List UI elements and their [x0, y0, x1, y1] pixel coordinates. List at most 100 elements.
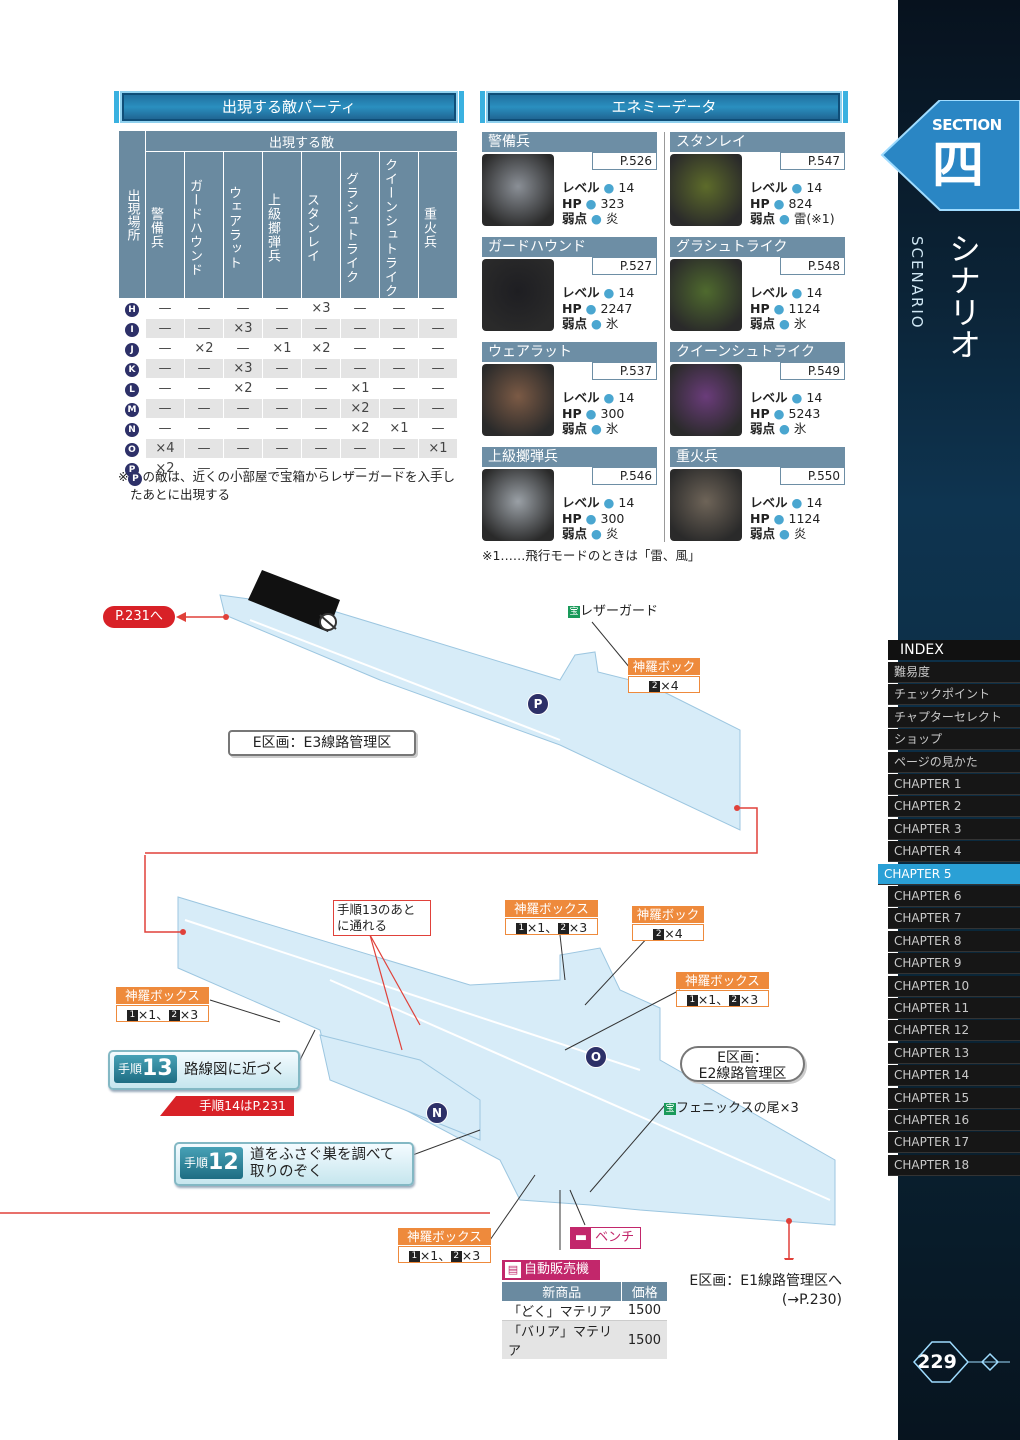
- party-cell: —: [184, 398, 224, 419]
- box-label-bottom: 神羅ボックス: [398, 1228, 491, 1245]
- area-e3-label: E区画：E3線路管理区: [228, 730, 416, 756]
- phoenix-label: 宝フェニックスの尾×3: [664, 1101, 799, 1116]
- bench-icon: ▬: [571, 1228, 591, 1248]
- location-pin: K: [125, 362, 139, 377]
- party-cell: —: [301, 398, 341, 419]
- enemy-portrait: [670, 364, 742, 436]
- index-item[interactable]: CHAPTER 7: [888, 908, 1020, 930]
- after-step13-note: 手順13のあとに通れる: [333, 900, 431, 936]
- party-cell: ×1: [379, 418, 419, 439]
- index-item[interactable]: ショップ: [888, 729, 1020, 751]
- party-cell: ×2: [340, 398, 380, 419]
- party-cell: ×2: [340, 418, 380, 439]
- enemy-page-ref: P.548: [780, 257, 845, 275]
- enemy-col-header: 警備兵: [145, 151, 185, 299]
- party-row: L——×2——×1——: [118, 378, 458, 399]
- index-item[interactable]: ページの見かた: [888, 751, 1020, 773]
- party-cell: —: [340, 318, 380, 339]
- bench-label: ▬ ベンチ: [570, 1227, 642, 1249]
- prev-page-link[interactable]: P.231へ: [103, 606, 175, 628]
- party-cell: —: [145, 398, 185, 419]
- party-cell: —: [301, 318, 341, 339]
- index-item[interactable]: CHAPTER 5: [878, 863, 1020, 885]
- box-content-top-right: 2×4: [628, 676, 700, 693]
- party-cell: —: [301, 358, 341, 379]
- enemy-footnote: ※1……飛行モードのときは「雷、風」: [482, 548, 701, 563]
- party-cell: ×1: [418, 438, 458, 459]
- index-item[interactable]: CHAPTER 3: [888, 818, 1020, 840]
- enemy-name: スタンレイ: [670, 132, 845, 152]
- location-pin: O: [125, 442, 139, 457]
- enemy-name: 警備兵: [482, 132, 657, 152]
- index-item[interactable]: CHAPTER 10: [888, 975, 1020, 997]
- party-cell: —: [379, 338, 419, 359]
- box-label-top-right: 神羅ボックス: [628, 658, 700, 691]
- enemy-col-header: ガードハウンド: [184, 151, 224, 299]
- index-title: INDEX: [888, 640, 1020, 660]
- step13-callout: 手順13 路線図に近づく: [108, 1050, 300, 1090]
- party-row: I——×3—————: [118, 318, 458, 339]
- party-cell: —: [223, 418, 263, 439]
- section-emblem: [880, 100, 1020, 211]
- index-item[interactable]: CHAPTER 1: [888, 774, 1020, 795]
- party-cell: —: [223, 338, 263, 359]
- index-item[interactable]: CHAPTER 11: [888, 998, 1020, 1019]
- enemy-portrait: [670, 154, 742, 226]
- index-item[interactable]: CHAPTER 12: [888, 1020, 1020, 1042]
- index-item[interactable]: CHAPTER 17: [888, 1132, 1020, 1154]
- index-item[interactable]: CHAPTER 6: [888, 886, 1020, 907]
- party-cell: —: [223, 438, 263, 459]
- index-item[interactable]: CHAPTER 14: [888, 1065, 1020, 1087]
- enemy-col-header: 上級擲弾兵: [262, 151, 302, 299]
- party-cell: —: [418, 358, 458, 379]
- party-cell: ×3: [301, 298, 341, 319]
- route-line-top: [144, 855, 183, 933]
- party-cell: —: [379, 438, 419, 459]
- index-item[interactable]: CHAPTER 9: [888, 953, 1020, 975]
- index-item[interactable]: CHAPTER 13: [888, 1042, 1020, 1064]
- party-cell: ×4: [145, 438, 185, 459]
- box-content-left: 1×1、2×3: [116, 1005, 209, 1022]
- location-pin: N: [125, 422, 139, 437]
- party-cell: —: [418, 298, 458, 319]
- box-content-b: 2×4: [632, 924, 704, 941]
- party-cell: —: [184, 358, 224, 379]
- party-cell: —: [262, 438, 302, 459]
- enemy-col-header: スタンレイ: [301, 151, 341, 299]
- index-item[interactable]: CHAPTER 2: [888, 796, 1020, 818]
- index-item[interactable]: CHAPTER 4: [888, 841, 1020, 863]
- enemy-page-ref: P.527: [592, 257, 657, 275]
- enemy-col-header: ウェアラット: [223, 151, 263, 299]
- map-pin-p: P: [527, 693, 549, 715]
- enemy-portrait: [482, 469, 554, 541]
- vending-icon: ▤: [505, 1262, 521, 1278]
- index-item[interactable]: CHAPTER 8: [888, 930, 1020, 952]
- treasure-icon: 宝: [568, 605, 580, 618]
- location-pin: M: [125, 402, 139, 417]
- leather-guard-label: 宝レザーガード: [568, 604, 659, 619]
- box-content-bottom: 1×1、2×3: [398, 1246, 491, 1263]
- index-item[interactable]: CHAPTER 15: [888, 1087, 1020, 1109]
- party-cell: —: [184, 298, 224, 319]
- index-item[interactable]: CHAPTER 16: [888, 1110, 1020, 1131]
- location-header: 出現場所: [118, 130, 146, 299]
- step12-badge: 手順12: [180, 1147, 243, 1179]
- step12-callout: 手順12 道をふさぐ巣を調べて取りのぞく: [174, 1142, 414, 1186]
- index-item[interactable]: 難易度: [888, 662, 1020, 683]
- party-cell: —: [145, 378, 185, 399]
- index-item[interactable]: CHAPTER 18: [888, 1154, 1020, 1176]
- index-item[interactable]: チェックポイント: [888, 684, 1020, 706]
- enemy-portrait: [482, 259, 554, 331]
- party-cell: —: [145, 298, 185, 319]
- index-item[interactable]: チャプターセレクト: [888, 706, 1020, 728]
- party-cell: —: [262, 458, 302, 479]
- page-number: 229: [917, 1351, 957, 1373]
- section-kanji: 四: [932, 136, 985, 196]
- party-cell: —: [145, 418, 185, 439]
